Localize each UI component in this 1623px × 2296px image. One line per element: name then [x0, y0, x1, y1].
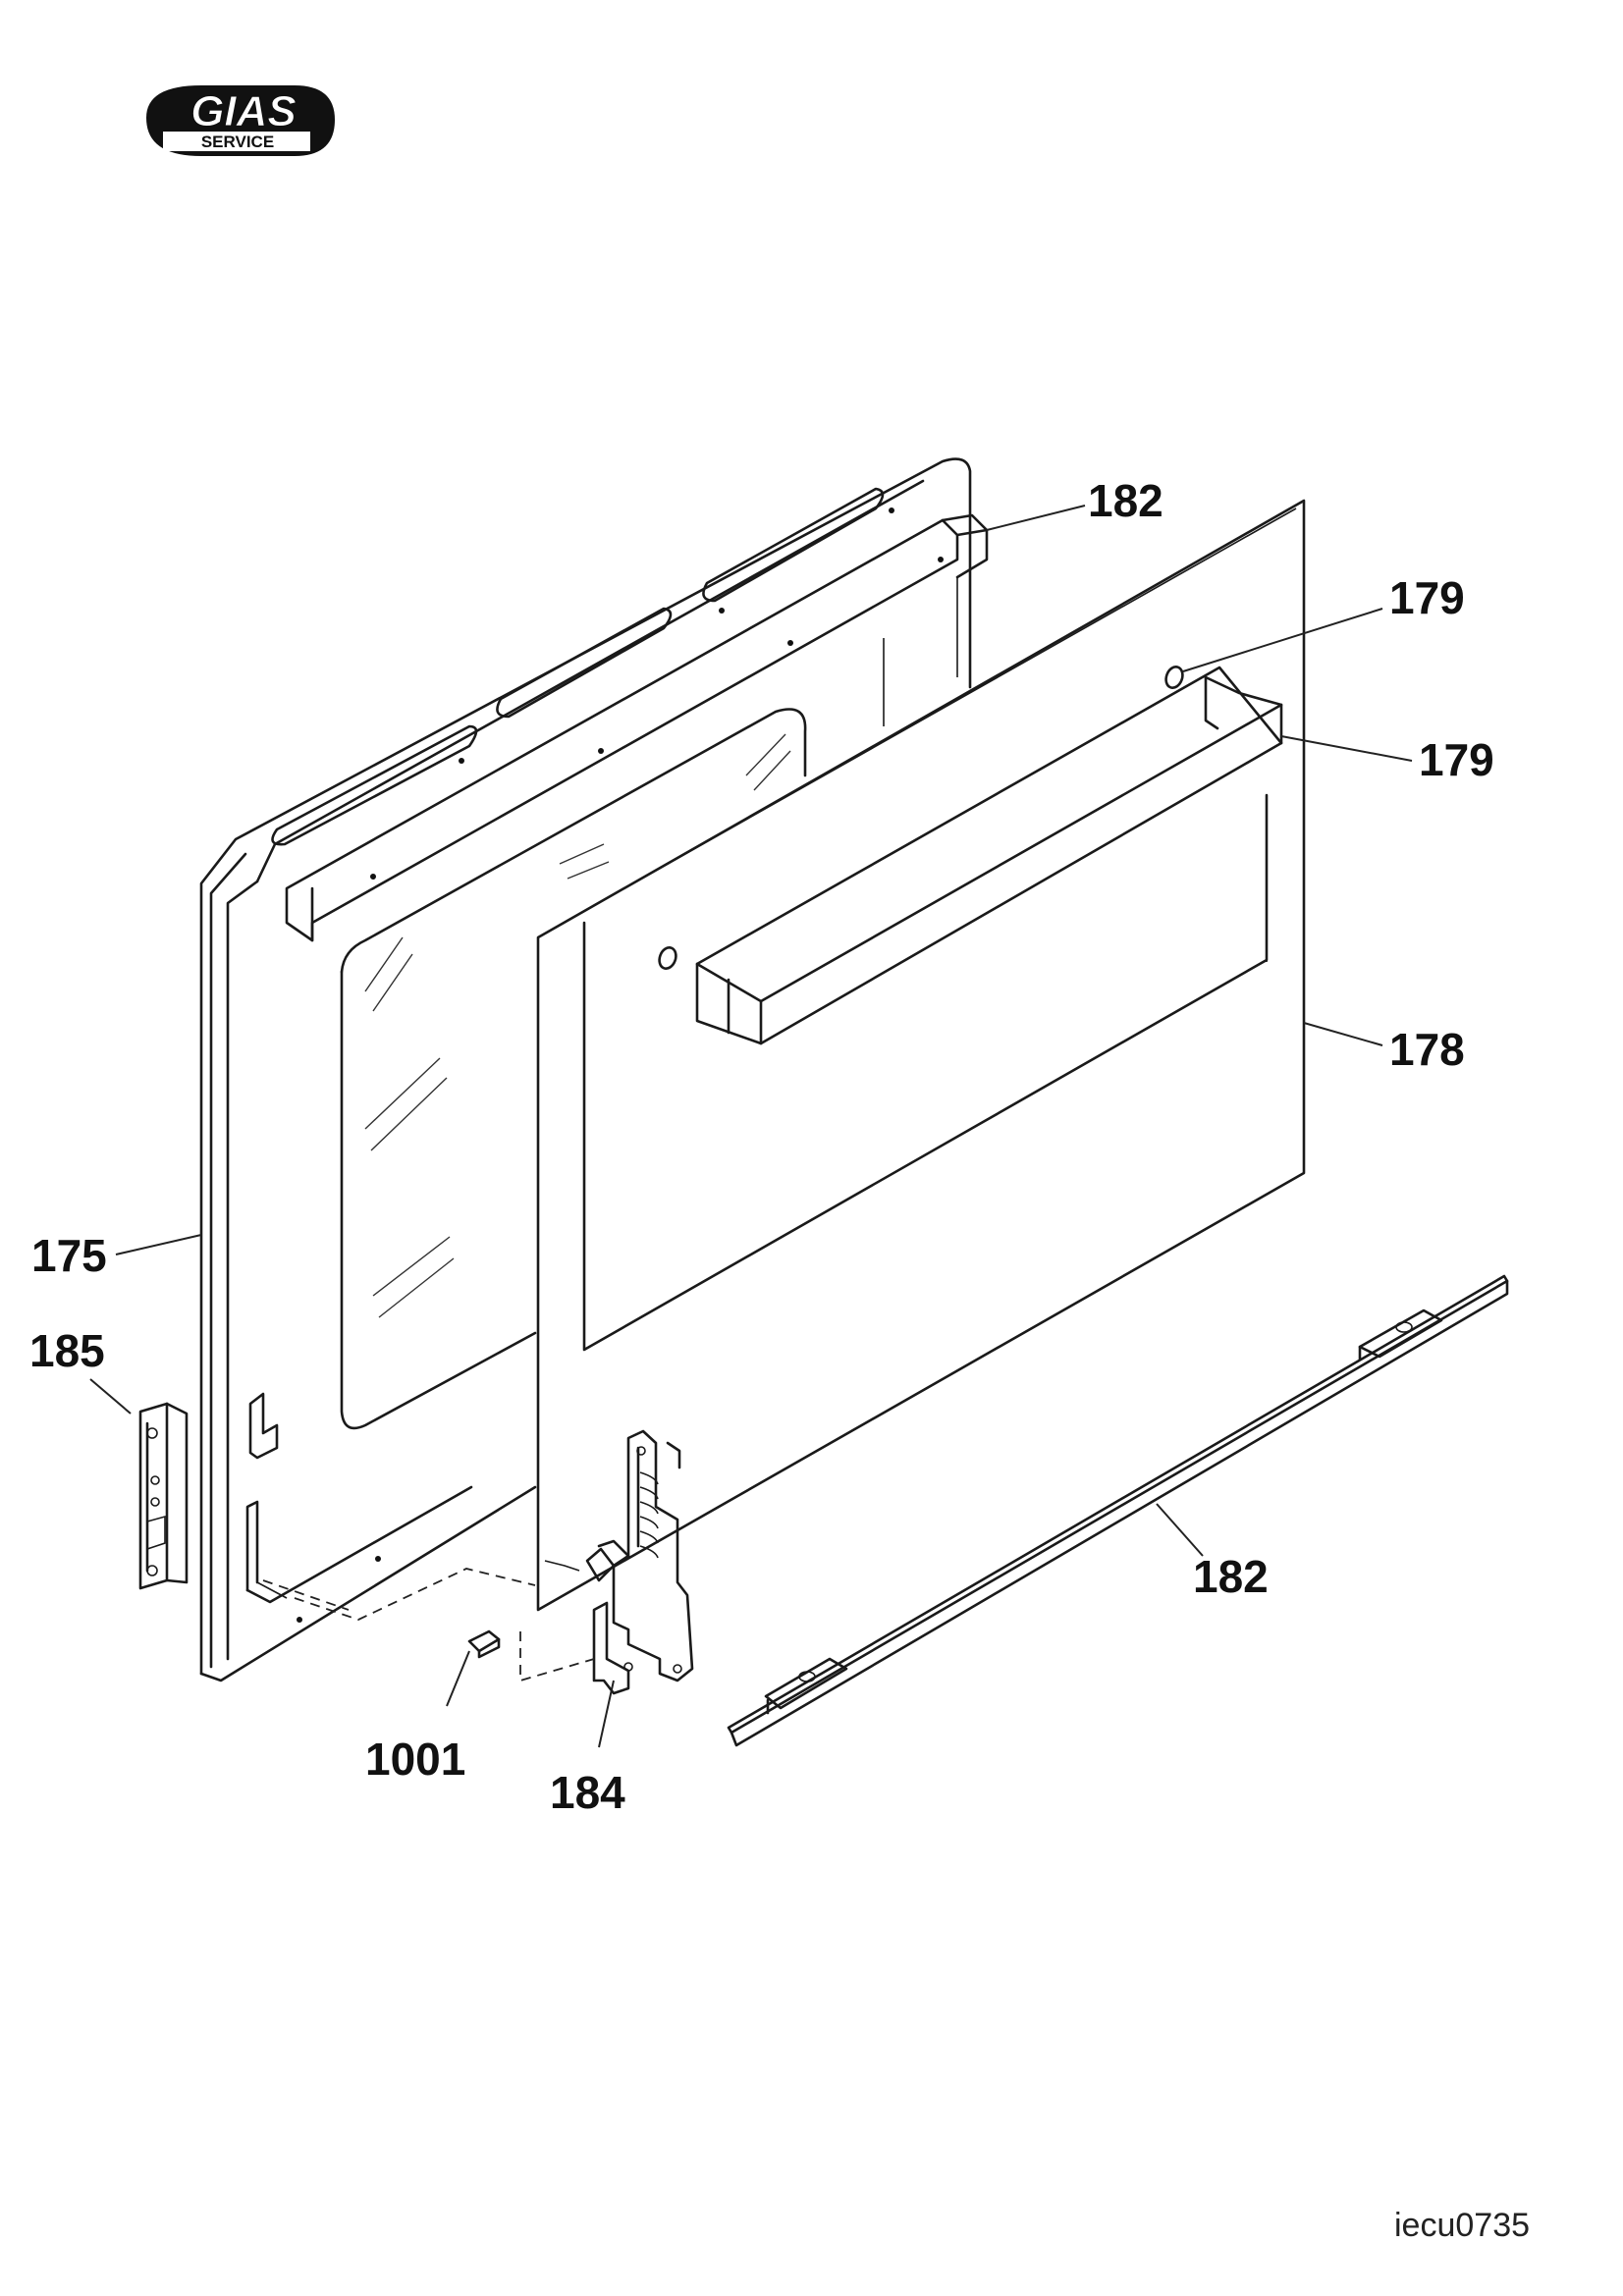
callout-175: 175	[31, 1230, 107, 1281]
hinge-184	[544, 1429, 694, 1695]
gias-logo: GIAS SERVICE	[145, 85, 336, 156]
pin-1001	[467, 1629, 501, 1659]
assembly-dash-lines	[262, 1568, 595, 1682]
callout-185: 185	[29, 1325, 105, 1376]
callout-labels: 182 179 179 178 175 185 182 1001 184	[29, 475, 1494, 1818]
callout-182-bottom: 182	[1193, 1551, 1269, 1602]
handle-179	[658, 666, 1283, 1045]
callout-179-a: 179	[1389, 572, 1465, 623]
callout-178: 178	[1389, 1024, 1465, 1075]
callout-1001: 1001	[365, 1734, 465, 1785]
latch-185	[138, 1402, 189, 1590]
drawing-code: iecu0735	[1394, 2207, 1530, 2244]
callout-182-top: 182	[1088, 475, 1163, 526]
logo-sub-text: SERVICE	[201, 133, 274, 151]
inner-door-panel-175	[199, 457, 989, 1682]
bottom-rail-182	[727, 1274, 1509, 1747]
logo-brand-text: GIAS	[190, 87, 297, 135]
callout-184: 184	[550, 1767, 625, 1818]
outer-glass-178	[536, 499, 1306, 1612]
callout-179-b: 179	[1419, 734, 1494, 785]
leader-lines	[89, 505, 1413, 1748]
